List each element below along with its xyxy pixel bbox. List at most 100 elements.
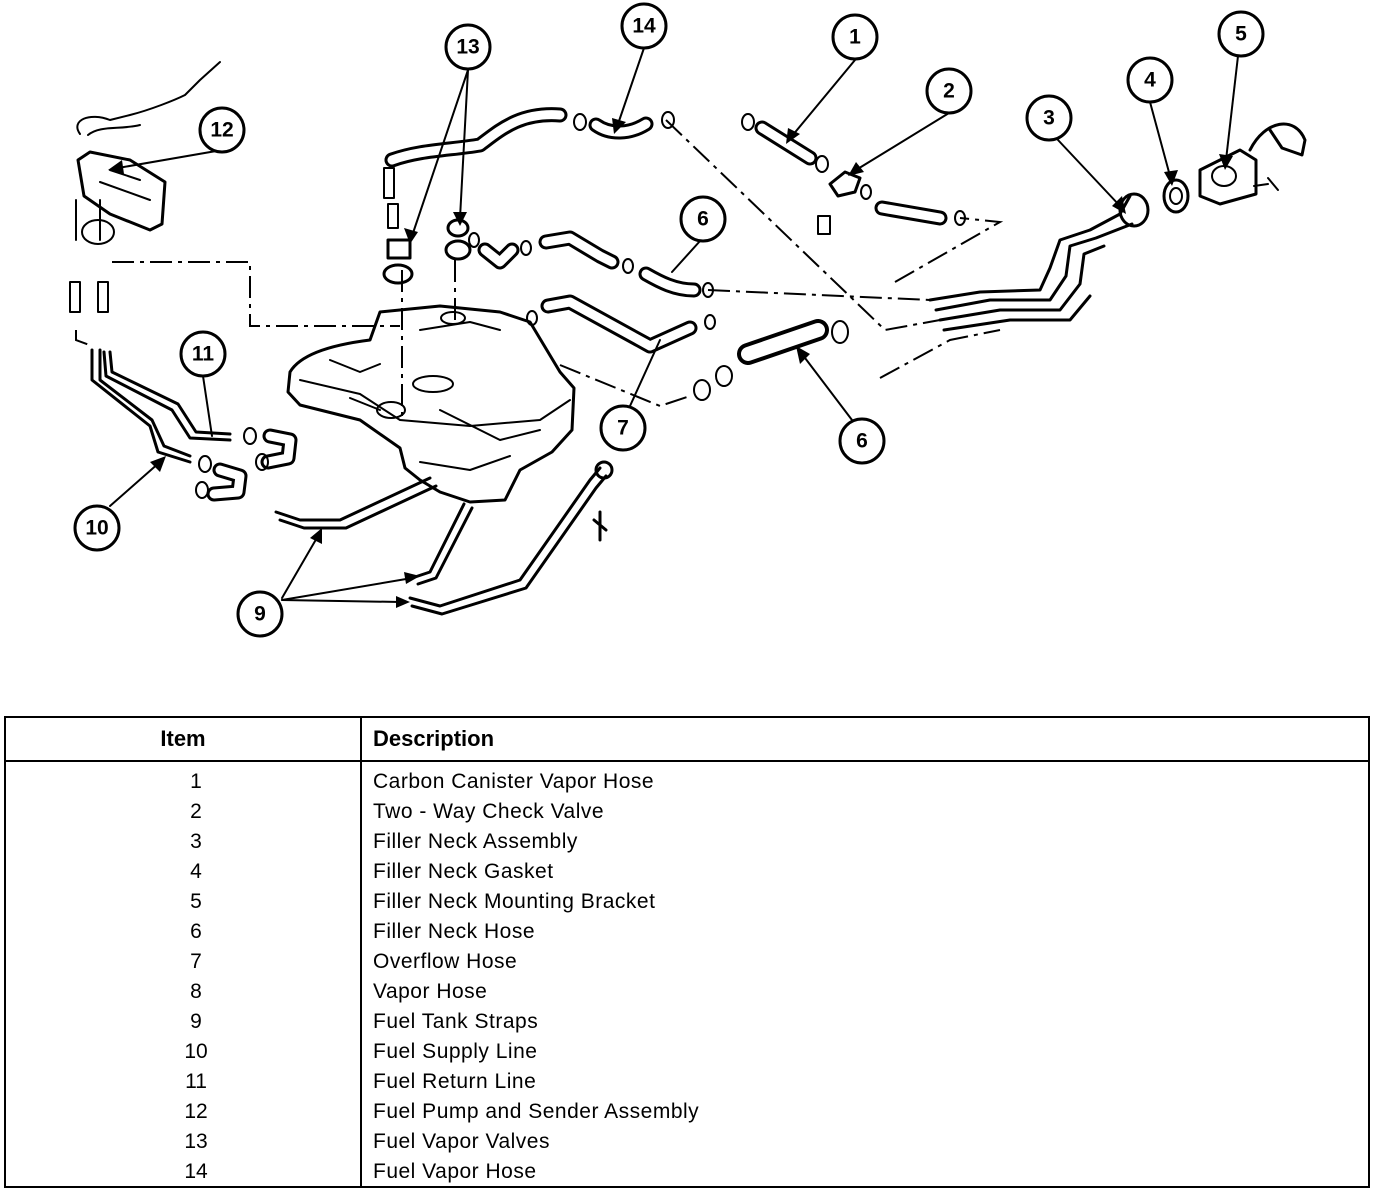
callout-circle	[599, 404, 647, 452]
callout-number: 6	[856, 430, 868, 453]
row-description: Fuel Pump and Sender Assembly	[373, 1100, 700, 1123]
callout-2: 2	[925, 67, 973, 115]
callout-number: 12	[210, 119, 233, 142]
callout-circle	[831, 13, 879, 61]
row-description: Filler Neck Assembly	[373, 830, 578, 853]
callout-circle	[236, 590, 284, 638]
table-row: 7 Overflow Hose	[6, 947, 1368, 977]
header-rule	[6, 760, 1368, 762]
callout-10: 10	[73, 504, 121, 552]
fuel-tank	[286, 304, 576, 504]
callout-circle	[1126, 56, 1174, 104]
callout-circle	[838, 417, 886, 465]
callout-11: 11	[179, 330, 227, 378]
row-item-number: 6	[190, 920, 202, 943]
callout-number: 1	[849, 26, 861, 49]
header-description: Description	[373, 726, 495, 751]
table-row: 4 Filler Neck Gasket	[6, 857, 1368, 887]
callout-circle	[179, 330, 227, 378]
row-item-number: 14	[184, 1160, 208, 1183]
callout-14: 14	[620, 2, 668, 50]
row-item-number: 4	[190, 860, 202, 883]
table-row: 8 Vapor Hose	[6, 977, 1368, 1007]
callout-13: 13	[444, 23, 492, 71]
row-description: Vapor Hose	[373, 980, 488, 1003]
two-way-check-valve	[828, 170, 862, 198]
callout-leaders	[108, 47, 1239, 608]
row-item-number: 7	[190, 950, 202, 973]
callout-6: 6	[838, 417, 886, 465]
callout-number: 2	[943, 80, 955, 103]
table-row: 12 Fuel Pump and Sender Assembly	[6, 1097, 1368, 1127]
callout-number: 9	[254, 603, 266, 626]
row-description: Fuel Supply Line	[373, 1040, 538, 1063]
table-row: 13 Fuel Vapor Valves	[6, 1127, 1368, 1157]
filler-neck-gasket	[1162, 178, 1190, 214]
row-description: Fuel Tank Straps	[373, 1010, 539, 1033]
callout-circle	[679, 195, 727, 243]
callout-number: 14	[632, 15, 656, 38]
row-description: Two - Way Check Valve	[373, 800, 605, 823]
table-row: 11 Fuel Return Line	[6, 1067, 1368, 1097]
filler-neck-mounting-bracket	[1198, 148, 1258, 206]
header-item: Item	[160, 726, 206, 751]
row-description: Fuel Return Line	[373, 1070, 537, 1093]
callout-circle	[444, 23, 492, 71]
row-item-number: 1	[190, 770, 202, 793]
table-row: 14 Fuel Vapor Hose	[6, 1157, 1368, 1187]
callout-number: 13	[456, 36, 479, 59]
row-description: Carbon Canister Vapor Hose	[373, 770, 655, 793]
callout-circle	[925, 67, 973, 115]
callout-1: 1	[831, 13, 879, 61]
callout-12: 12	[198, 106, 246, 154]
table-row: 1 Carbon Canister Vapor Hose	[6, 767, 1368, 797]
row-description: Fuel Vapor Hose	[373, 1160, 537, 1183]
row-description: Filler Neck Hose	[373, 920, 536, 943]
callout-number: 11	[192, 343, 215, 366]
callout-number: 3	[1043, 107, 1055, 130]
callout-circle	[1217, 10, 1265, 58]
row-item-number: 5	[190, 890, 202, 913]
row-description: Fuel Vapor Valves	[373, 1130, 550, 1153]
table-row: 9 Fuel Tank Straps	[6, 1007, 1368, 1037]
callout-circle	[198, 106, 246, 154]
table-row: 10 Fuel Supply Line	[6, 1037, 1368, 1067]
row-item-number: 8	[190, 980, 202, 1003]
row-item-number: 2	[190, 800, 202, 823]
column-divider	[360, 718, 362, 1186]
callout-number: 10	[85, 517, 108, 540]
callout-circle	[1025, 94, 1073, 142]
callout-number: 5	[1235, 23, 1247, 46]
table-row: 3 Filler Neck Assembly	[6, 827, 1368, 857]
callout-circle	[620, 2, 668, 50]
fuel-pump-sender	[76, 150, 167, 232]
table-row: 6 Filler Neck Hose	[6, 917, 1368, 947]
callout-circle	[73, 504, 121, 552]
callout-6: 6	[679, 195, 727, 243]
row-item-number: 12	[184, 1100, 208, 1123]
filler-neck-assembly	[928, 194, 1132, 302]
row-item-number: 13	[184, 1130, 208, 1153]
callout-number: 6	[697, 208, 709, 231]
row-description: Overflow Hose	[373, 950, 518, 973]
fuel-tank-straps	[274, 476, 432, 522]
row-description: Filler Neck Gasket	[373, 860, 554, 883]
table-rows: 1 Carbon Canister Vapor Hose 2 Two - Way Ch…	[6, 767, 1368, 1187]
callout-9: 9	[236, 590, 284, 638]
row-item-number: 3	[190, 830, 202, 853]
row-item-number: 11	[185, 1070, 207, 1093]
diagram-artwork	[69, 61, 1307, 616]
parts-legend-table: Item Description 1 Carbon Canister Vapor …	[4, 716, 1370, 1188]
callout-7: 7	[599, 404, 647, 452]
callout-3: 3	[1025, 94, 1073, 142]
row-item-number: 9	[190, 1010, 202, 1033]
callout-4: 4	[1126, 56, 1174, 104]
table-row: 2 Two - Way Check Valve	[6, 797, 1368, 827]
callout-5: 5	[1217, 10, 1265, 58]
row-description: Filler Neck Mounting Bracket	[373, 890, 656, 913]
callout-number: 4	[1144, 69, 1156, 92]
callout-number: 7	[617, 417, 629, 440]
row-item-number: 10	[184, 1040, 208, 1063]
